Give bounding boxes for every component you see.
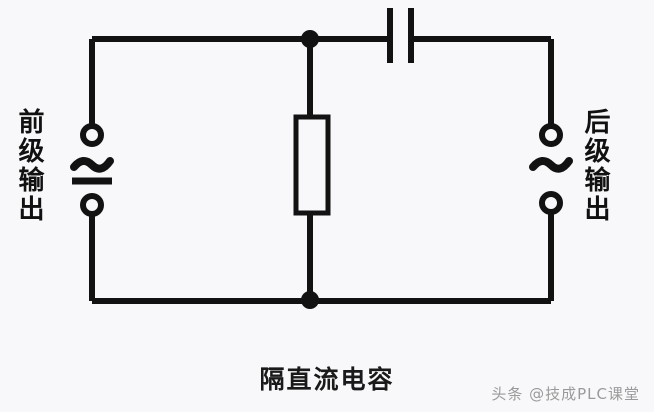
junction-node-bottom-icon	[301, 291, 319, 309]
resistor-icon	[293, 114, 331, 216]
load-terminal-bottom-icon	[539, 191, 563, 215]
figure-caption: 隔直流电容	[259, 365, 395, 394]
ac-source-wave-icon	[70, 157, 114, 173]
ac-load-wave-icon	[529, 157, 573, 173]
watermark: 头条 @技成PLC课堂	[491, 385, 640, 403]
source-terminal-top-icon	[80, 123, 104, 147]
left-source-label: 前级输出	[14, 108, 44, 224]
junction-node-top-icon	[301, 30, 319, 48]
load-terminal-top-icon	[539, 123, 563, 147]
right-load-label: 后级输出	[580, 108, 610, 224]
source-terminal-bottom-icon	[80, 193, 104, 217]
